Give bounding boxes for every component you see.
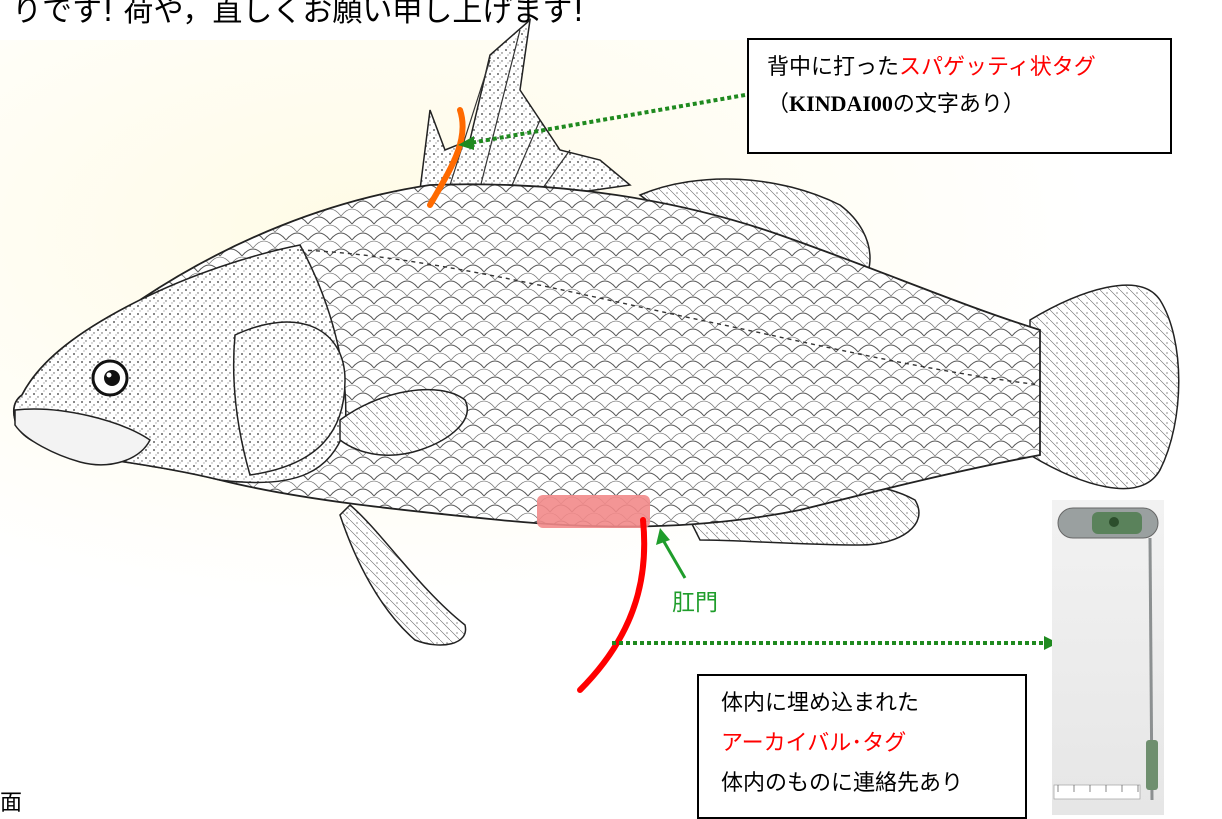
archival-tag-callout: 体内に埋め込まれた アーカイバル･タグ 体内のものに連絡先あり xyxy=(697,674,1027,819)
corner-char: 面 xyxy=(0,785,22,817)
spaghetti-callout-prefix: 背中に打った xyxy=(767,55,899,80)
spaghetti-callout-line1: 背中に打ったスパゲッティ状タグ xyxy=(767,50,1170,86)
pink-highlight xyxy=(537,495,650,528)
anus-label: 肛門 xyxy=(672,583,718,617)
archival-tag-wire xyxy=(580,520,644,690)
spaghetti-callout-line2: （KINDAI00の文字あり） xyxy=(767,86,1170,123)
spaghetti-callout-bold: KINDAI00 xyxy=(789,91,893,116)
archival-callout-line3: 体内のものに連絡先あり xyxy=(721,764,1025,804)
spaghetti-callout-red: スパゲッティ状タグ xyxy=(899,55,1096,80)
pelvic-fin xyxy=(340,505,466,645)
caudal-fin xyxy=(1030,285,1179,488)
anus-arrow-head xyxy=(656,528,670,545)
anus-arrow xyxy=(663,540,685,578)
spaghetti-tag-callout: 背中に打ったスパゲッティ状タグ （KINDAI00の文字あり） xyxy=(747,38,1172,154)
archival-tag-icon xyxy=(1052,500,1164,815)
spaghetti-callout-rest: の文字あり） xyxy=(893,92,1025,117)
archival-callout-line1: 体内に埋め込まれた xyxy=(721,684,1025,724)
archival-tag-photo xyxy=(1052,500,1164,815)
archival-callout-line2: アーカイバル･タグ xyxy=(721,724,1025,764)
spaghetti-callout-open: （ xyxy=(767,92,789,117)
